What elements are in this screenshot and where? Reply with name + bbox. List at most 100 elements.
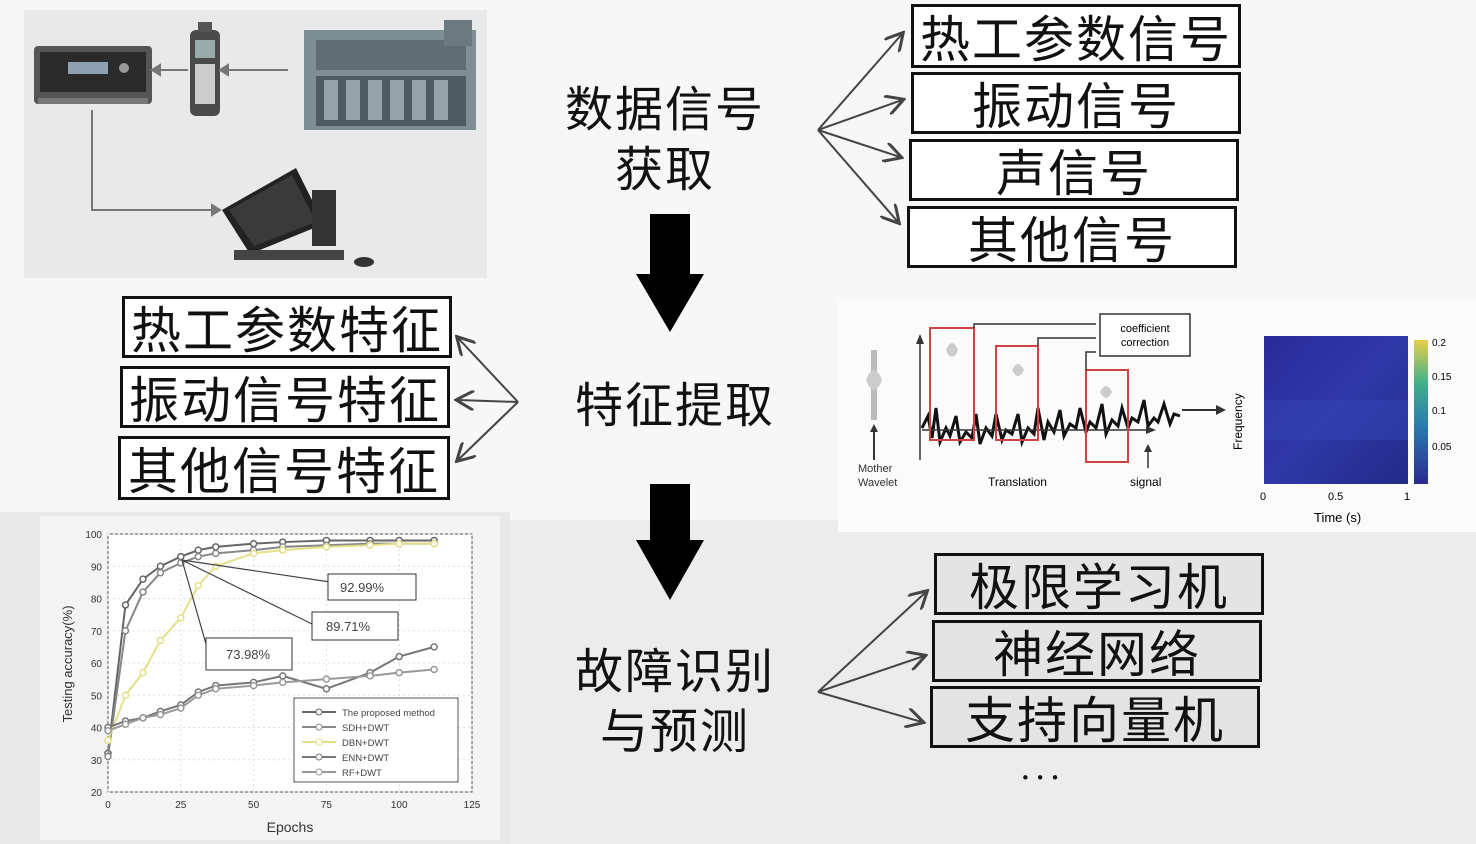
data-point: [211, 685, 220, 693]
data-point: [177, 552, 185, 561]
legend-marker: [315, 768, 323, 776]
legend-marker: [315, 723, 323, 731]
data-point: [104, 752, 112, 761]
data-point: [194, 546, 203, 554]
annotation-box-3: [205, 637, 293, 671]
stage-diagnosis-label: 故障识别 与预测: [560, 642, 790, 762]
spec-xtick-2: 1: [1404, 491, 1410, 503]
y-tick-label: 80: [91, 595, 103, 606]
data-point: [194, 552, 203, 561]
y-tick-label: 50: [91, 691, 103, 702]
data-point: [121, 627, 130, 635]
mother-label-line2: Wavelet: [858, 477, 897, 489]
legend-label: ENN+DWT: [342, 753, 389, 764]
x-tick-label: 75: [321, 800, 333, 811]
data-point: [121, 601, 130, 609]
data-point: [156, 636, 165, 645]
stage-feature-line1: 特征提取: [574, 378, 775, 434]
mother-label-line1: Mother: [858, 463, 893, 475]
translation-label: Translation: [988, 475, 1047, 489]
y-axis-label: Testing accuracy(%): [60, 605, 75, 722]
data-point: [211, 543, 220, 551]
coef-label-line2: correction: [1121, 337, 1169, 349]
handheld-sensor-icon: [190, 22, 220, 116]
diesel-engine-icon: [304, 20, 476, 130]
stage-diagnosis-line2: 与预测: [599, 704, 750, 760]
legend-marker: [315, 753, 323, 761]
x-tick-label: 0: [105, 800, 111, 811]
annotation-1: 92.99%: [340, 580, 385, 595]
signal-box-vibration: 振动信号: [911, 72, 1241, 136]
data-point: [211, 549, 220, 558]
spectrogram-xlabel: Time (s): [1314, 510, 1361, 525]
x-tick-label: 25: [175, 800, 187, 811]
stage-acquisition-label: 数据信号 获取: [550, 80, 780, 200]
legend: The proposed methodSDH+DWTDBN+DWTENN+DWT…: [302, 708, 435, 779]
data-point: [121, 691, 130, 699]
cbar-tick-0: 0.2: [1432, 338, 1446, 349]
data-point: [156, 562, 165, 570]
cbar-tick-1: 0.15: [1432, 372, 1452, 383]
data-point: [104, 736, 112, 745]
annotation-3: 73.98%: [226, 647, 271, 662]
coef-label-line1: coefficient: [1120, 323, 1169, 335]
stage-feature-label: 特征提取: [560, 376, 790, 436]
stage-diagnosis-line1: 故障识别: [574, 644, 775, 700]
x-tick-label: 100: [391, 800, 408, 811]
legend-label: The proposed method: [342, 708, 435, 719]
annotation-box-2: [311, 611, 399, 641]
data-point: [430, 643, 438, 651]
feature-box-thermal: 热工参数特征: [122, 296, 452, 360]
data-point: [322, 543, 331, 551]
data-point: [366, 541, 374, 550]
data-point: [249, 549, 258, 558]
cbar-tick-3: 0.05: [1432, 442, 1452, 453]
acquisition-device-icon: [34, 46, 152, 104]
series-lines: [104, 536, 438, 761]
legend-label: SDH+DWT: [342, 723, 389, 734]
x-tick-label: 50: [248, 800, 260, 811]
legend-marker: [315, 708, 323, 716]
annotation-box-1: [327, 573, 417, 601]
vibration-signal: [920, 399, 1181, 448]
signal-label: signal: [1130, 475, 1161, 489]
data-point: [139, 588, 147, 596]
data-point: [430, 665, 438, 674]
feature-box-other: 其他信号特征: [118, 436, 450, 501]
data-point: [194, 691, 203, 699]
data-point: [278, 672, 287, 680]
signal-box-thermal: 热工参数信号: [911, 4, 1241, 69]
data-point: [156, 710, 165, 719]
ellipsis-text: ···: [1020, 758, 1065, 798]
down-arrow-1: [636, 214, 704, 332]
method-box-svm: 支持向量机: [930, 686, 1260, 750]
legend-label: RF+DWT: [342, 768, 382, 779]
data-point: [366, 672, 374, 680]
data-point: [395, 539, 403, 548]
data-point: [104, 726, 112, 735]
y-tick-label: 40: [91, 724, 103, 735]
method-box-elm: 极限学习机: [934, 553, 1264, 617]
y-tick-label: 70: [91, 627, 103, 638]
stage-acquisition-line1: 数据信号: [564, 82, 765, 138]
cbar-tick-2: 0.1: [1432, 406, 1446, 417]
data-point: [249, 539, 258, 548]
x-axis-label: Epochs: [267, 819, 314, 835]
data-point: [177, 614, 185, 622]
data-point: [249, 681, 258, 690]
data-point: [278, 546, 287, 554]
wavelet-illustration: Mother Wavelet coefficient correction Tr…: [858, 313, 1452, 525]
signal-box-other: 其他信号: [907, 206, 1237, 270]
data-point: [322, 675, 331, 683]
legend-marker: [315, 738, 323, 746]
data-point: [322, 685, 331, 693]
spectrogram-ylabel: Frequency: [1231, 393, 1245, 450]
data-point: [121, 720, 130, 729]
data-point: [395, 668, 403, 677]
y-tick-label: 30: [91, 756, 103, 767]
annotation-leaders: [181, 559, 331, 645]
data-point: [278, 678, 287, 687]
feature-box-vibration: 振动信号特征: [120, 366, 450, 430]
